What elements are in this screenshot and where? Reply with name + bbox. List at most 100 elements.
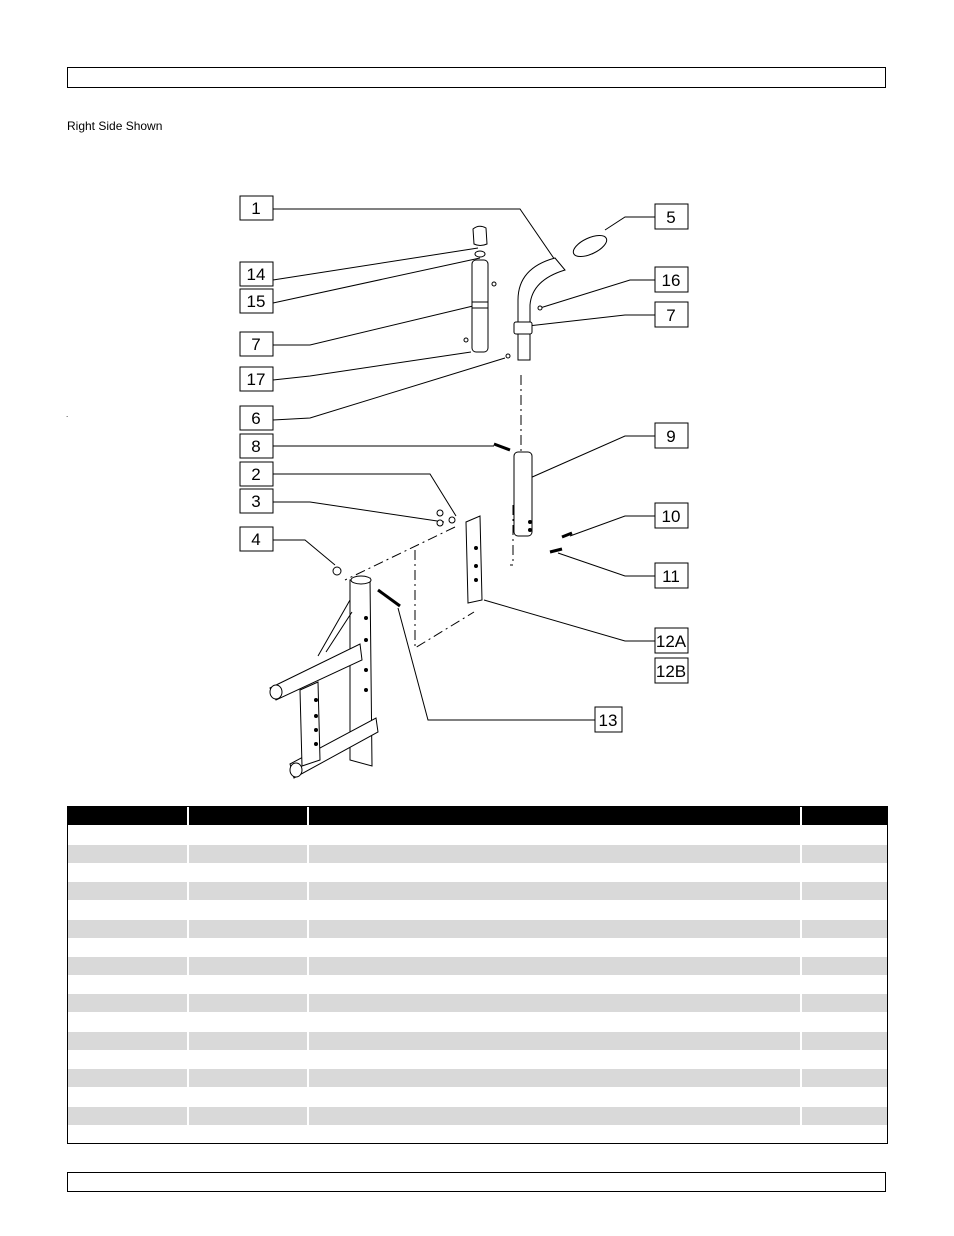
table-cell	[802, 1050, 887, 1068]
table-row	[68, 975, 887, 994]
leader-17	[272, 351, 472, 381]
table-cell	[68, 844, 189, 863]
clamp-collar-7	[513, 321, 533, 335]
table-row	[68, 863, 887, 882]
table-cell	[189, 900, 309, 919]
table-cell	[802, 1032, 887, 1050]
table-cell	[68, 956, 189, 975]
table-cell	[309, 882, 802, 901]
table-cell	[189, 1106, 309, 1125]
table-cell	[189, 882, 309, 901]
table-cell	[309, 900, 802, 919]
table-cell	[68, 938, 189, 957]
callout-label-11: 11	[662, 567, 680, 586]
table-cell	[309, 919, 802, 938]
page-footer-box	[67, 1172, 886, 1192]
callout-17: 17	[239, 366, 274, 392]
table-cell	[68, 1050, 189, 1069]
table-cell	[68, 900, 189, 919]
leader-9	[529, 435, 655, 479]
page-header-box	[67, 67, 886, 88]
leader-1	[273, 208, 556, 261]
table-cell	[309, 1050, 802, 1069]
table-cell	[309, 1087, 802, 1106]
callout-16: 16	[654, 266, 689, 293]
table-cell	[802, 863, 887, 881]
callout-9: 9	[654, 422, 689, 449]
callout-label-8: 8	[251, 437, 260, 456]
table-row	[68, 1050, 887, 1069]
leader-15	[272, 257, 481, 304]
table-row	[68, 938, 887, 957]
callout-12B: 12B	[654, 657, 689, 684]
callout-label-1: 1	[251, 199, 260, 218]
table-header-cell	[802, 807, 887, 825]
table-cell	[802, 1088, 887, 1106]
leader-7-left	[273, 305, 474, 346]
grip-5	[572, 234, 608, 258]
table-cell	[309, 975, 802, 994]
table-cell	[802, 976, 887, 994]
table-cell	[802, 1107, 887, 1125]
leader-13	[397, 607, 595, 721]
callout-label-5: 5	[666, 208, 675, 227]
table-cell	[68, 1125, 189, 1143]
table-cell	[189, 956, 309, 975]
table-cell	[189, 1125, 309, 1143]
leader-14	[272, 247, 479, 281]
assembly-line-bracket	[344, 526, 456, 581]
table-cell	[189, 919, 309, 938]
leader-2	[273, 473, 457, 517]
table-cell	[189, 938, 309, 957]
callout-label-7b: 7	[666, 306, 675, 325]
callout-label-14: 14	[247, 265, 266, 284]
leader-3	[273, 501, 445, 523]
table-header-cell	[309, 807, 802, 825]
table-row	[68, 1031, 887, 1050]
leader-12A	[483, 599, 655, 642]
callout-5: 5	[654, 203, 689, 230]
table-cell	[189, 844, 309, 863]
leader-11	[557, 552, 655, 577]
table-cell	[802, 826, 887, 844]
table-cell	[189, 994, 309, 1013]
table-cell	[309, 826, 802, 844]
leader-6	[272, 357, 506, 421]
callout-label-3: 3	[251, 492, 260, 511]
callout-7-left: 7	[239, 331, 274, 357]
callout-label-17: 17	[247, 370, 266, 389]
table-header-cell	[189, 807, 309, 825]
callout-label-10: 10	[662, 507, 681, 526]
table-row	[68, 994, 887, 1013]
table-cell	[802, 1069, 887, 1087]
table-cell	[802, 994, 887, 1012]
table-row	[68, 882, 887, 901]
callout-2: 2	[239, 461, 274, 487]
bracket-12	[465, 515, 483, 604]
callout-label-7a: 7	[251, 335, 260, 354]
callout-4: 4	[239, 526, 274, 552]
table-row	[68, 1087, 887, 1106]
table-row	[68, 1106, 887, 1125]
table-cell	[802, 920, 887, 938]
table-cell	[802, 1013, 887, 1031]
table-cell	[309, 863, 802, 882]
table-cell	[309, 994, 802, 1013]
table-cell	[68, 919, 189, 938]
table-cell	[309, 1069, 802, 1088]
table-cell	[68, 975, 189, 994]
table-cell	[802, 957, 887, 975]
callout-label-9: 9	[666, 427, 675, 446]
table-row	[68, 919, 887, 938]
callout-label-12A: 12A	[656, 632, 687, 651]
leader-5	[604, 216, 655, 231]
callout-15: 15	[239, 288, 274, 314]
table-cell	[68, 826, 189, 844]
table-cell	[68, 1087, 189, 1106]
table-row	[68, 844, 887, 863]
callout-13: 13	[594, 706, 623, 733]
leader-4	[273, 539, 336, 566]
table-cell	[309, 956, 802, 975]
stray-mark: .	[66, 410, 69, 419]
table-cell	[189, 863, 309, 882]
